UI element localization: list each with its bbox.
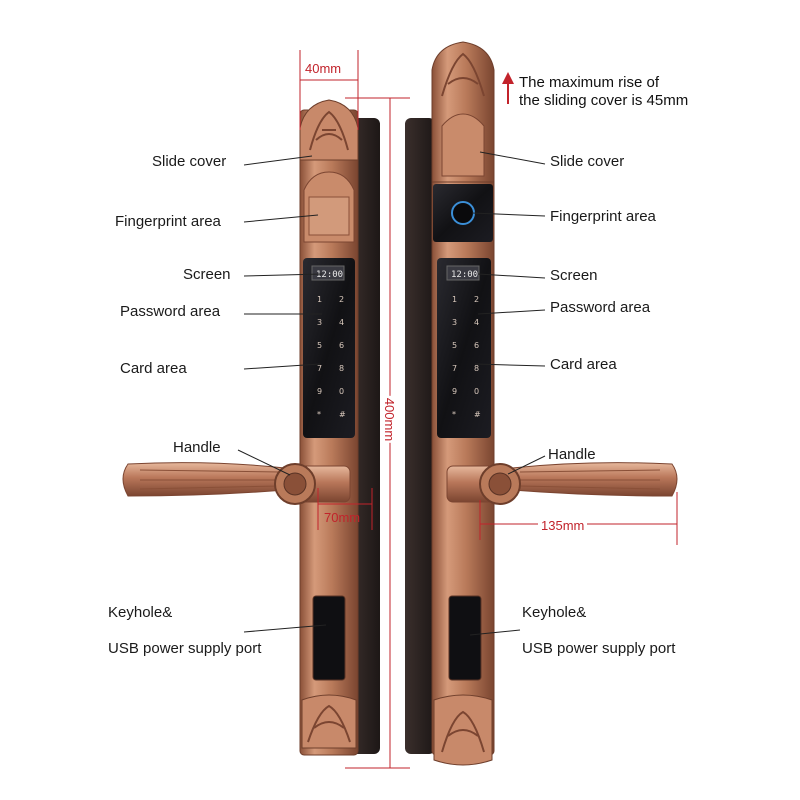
right-label-keyhole-1: Keyhole& <box>522 604 587 621</box>
keypad-key[interactable]: # <box>474 410 481 419</box>
right-screen-time: 12:00 <box>451 270 478 280</box>
right-ornament-detail <box>441 52 485 97</box>
keypad-key[interactable]: 4 <box>339 318 344 327</box>
left-screen-time: 12:00 <box>316 270 343 280</box>
right-back-rail <box>405 118 435 754</box>
keypad-key[interactable]: * <box>317 410 321 419</box>
keypad-key[interactable]: 7 <box>317 364 322 373</box>
keypad-key[interactable]: 6 <box>474 341 479 350</box>
left-fingerprint-pad <box>308 196 350 236</box>
left-label-keyhole-1: Keyhole& <box>108 604 173 621</box>
keypad-key[interactable]: # <box>339 410 346 419</box>
leader-right-password <box>477 309 546 315</box>
right-cover-pad <box>441 113 485 177</box>
red-up-arrow-icon <box>502 72 514 84</box>
left-lock: 12:00 1 2 3 4 5 6 7 8 9 0 * # <box>122 99 380 756</box>
dim-label-40mm: 40mm <box>305 61 342 76</box>
keypad-key[interactable]: 3 <box>452 318 457 327</box>
leader-right-fingerprint <box>471 212 546 217</box>
keypad-key[interactable]: 2 <box>474 295 479 304</box>
keypad-key[interactable]: 6 <box>339 341 344 350</box>
right-screen <box>446 265 480 281</box>
right-label-fingerprint: Fingerprint area <box>550 208 656 225</box>
leader-left-screen <box>243 273 323 277</box>
leader-right-screen <box>477 273 546 279</box>
right-keyhole <box>448 595 482 681</box>
leader-right-keyhole <box>469 629 521 636</box>
right-label-handle: Handle <box>548 446 596 463</box>
left-handle-rosette-inner <box>283 472 307 496</box>
keypad-key[interactable]: 8 <box>339 364 344 373</box>
keypad-key[interactable]: 5 <box>452 341 457 350</box>
keypad-key[interactable]: 4 <box>474 318 479 327</box>
left-keyhole <box>312 595 346 681</box>
leader-lines <box>237 151 546 636</box>
leader-left-card <box>243 363 321 370</box>
right-label-password: Password area <box>550 299 651 316</box>
leader-right-card <box>474 363 546 367</box>
left-label-keyhole-2: USB power supply port <box>108 640 262 657</box>
left-handle-lever <box>122 462 286 497</box>
left-screen <box>311 265 345 281</box>
right-handle-lever <box>511 462 678 497</box>
right-handle-rosette-inner <box>488 472 512 496</box>
keypad-key[interactable]: 9 <box>452 387 457 396</box>
keypad-key[interactable]: 1 <box>317 295 322 304</box>
right-fingerprint-sensor <box>451 201 475 225</box>
keypad-key[interactable]: 9 <box>317 387 322 396</box>
left-label-password: Password area <box>120 303 221 320</box>
keypad-key[interactable]: * <box>452 410 456 419</box>
leader-right-handle <box>507 455 546 475</box>
right-keypad: 1 2 3 4 5 6 7 8 9 0 * # <box>452 295 481 419</box>
rise-note-line-2: the sliding cover is 45mm <box>519 92 689 109</box>
left-label-slide-cover: Slide cover <box>152 153 227 170</box>
dim-label-70mm: 70mm <box>324 510 361 525</box>
left-label-handle: Handle <box>173 439 221 456</box>
leader-left-slide-cover <box>243 155 313 166</box>
keypad-key[interactable]: 8 <box>474 364 479 373</box>
keypad-key[interactable]: 1 <box>452 295 457 304</box>
right-ornament-bottom-detail <box>441 710 485 753</box>
keypad-key[interactable]: 0 <box>474 387 479 396</box>
keypad-key[interactable]: 3 <box>317 318 322 327</box>
dim-label-400mm: 400mm <box>382 395 398 444</box>
keypad-key[interactable]: 2 <box>339 295 344 304</box>
leader-right-slide-cover <box>479 151 546 165</box>
keypad-key[interactable]: 0 <box>339 387 344 396</box>
left-label-fingerprint: Fingerprint area <box>115 213 221 230</box>
right-label-keyhole-2: USB power supply port <box>522 640 676 657</box>
left-keypad: 1 2 3 4 5 6 7 8 9 0 * # <box>317 295 346 419</box>
left-ornament-bottom-detail <box>307 704 351 743</box>
right-label-slide-cover: Slide cover <box>550 153 625 170</box>
left-handle-grooves <box>139 469 281 490</box>
dim-label-135mm: 135mm <box>538 518 588 533</box>
right-keypad-panel <box>437 258 491 438</box>
left-label-screen: Screen <box>183 266 231 283</box>
right-label-screen: Screen <box>550 267 598 284</box>
right-lock: 12:00 1 2 3 4 5 6 7 8 9 0 * # <box>405 41 678 766</box>
left-keypad-panel <box>303 258 355 438</box>
right-label-card: Card area <box>550 356 617 373</box>
left-ornament-detail <box>309 110 349 151</box>
leader-left-keyhole <box>243 624 327 633</box>
leader-left-handle <box>237 449 291 476</box>
left-label-card: Card area <box>120 360 187 377</box>
keypad-key[interactable]: 7 <box>452 364 457 373</box>
rise-note-line-1: The maximum rise of <box>519 74 660 91</box>
right-handle-grooves <box>519 469 661 490</box>
keypad-key[interactable]: 5 <box>317 341 322 350</box>
leader-left-fingerprint <box>243 214 319 223</box>
